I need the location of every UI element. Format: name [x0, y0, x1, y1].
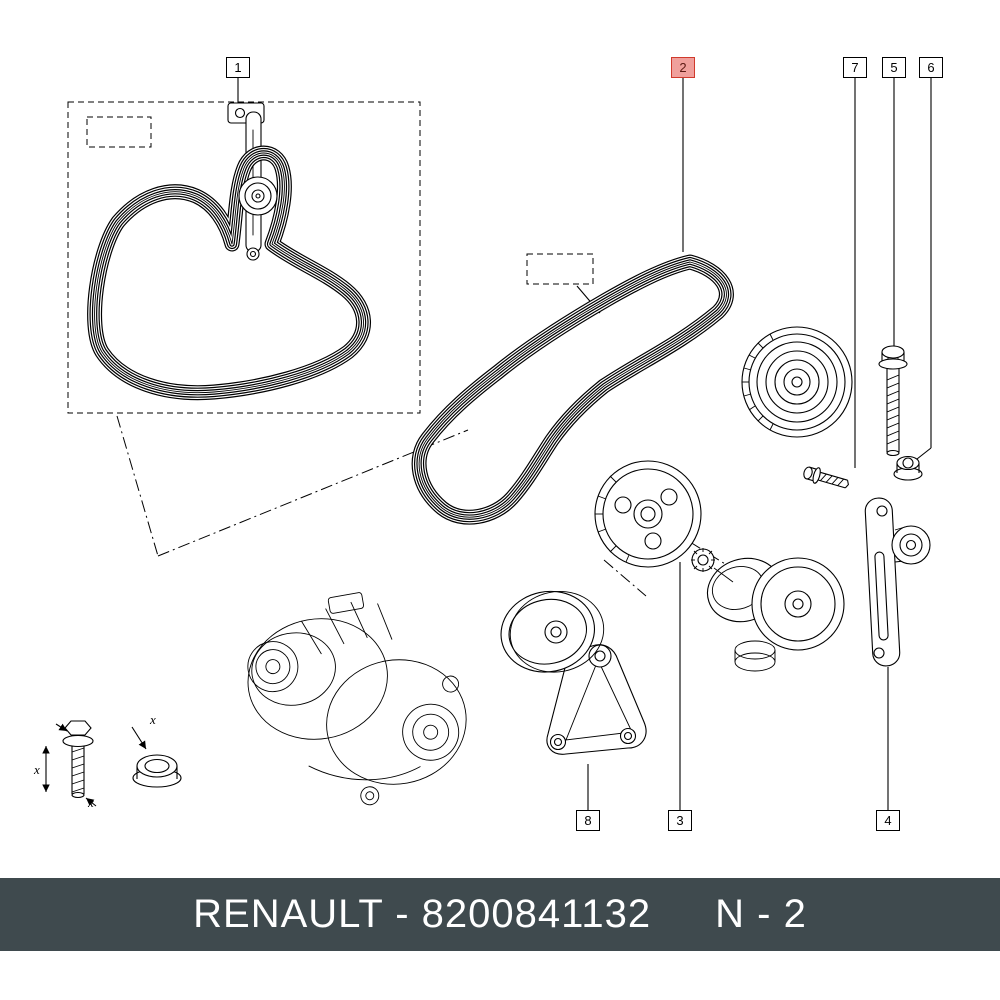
idler-assembly-part8: [500, 590, 647, 755]
belt-tensioner-assembly-part1: [95, 102, 364, 393]
footer-brand-part-number: RENAULT - 8200841132: [193, 892, 652, 936]
callout-2[interactable]: 2: [671, 57, 695, 78]
pump-pulley-part3: [594, 460, 702, 568]
dimension-x-label: x: [150, 712, 156, 727]
tensioner-bracket-part4: [864, 497, 931, 667]
callout-1[interactable]: 1: [226, 57, 250, 78]
nut-legend-icon: [131, 726, 182, 788]
bolt-part5: [878, 345, 908, 457]
callout-3[interactable]: 3: [668, 810, 692, 831]
exploded-view-dashed-frame: [67, 101, 421, 414]
nut-part6: [893, 455, 923, 481]
bolt-part7: [803, 466, 849, 489]
callout-4[interactable]: 4: [876, 810, 900, 831]
callout-leader-lines: [237, 78, 932, 810]
footer-bar: RENAULT - 8200841132 N - 2: [0, 878, 1000, 951]
callout-8[interactable]: 8: [576, 810, 600, 831]
alternator: [247, 592, 467, 806]
power-steering-pump: [691, 548, 845, 672]
callout-6[interactable]: 6: [919, 57, 943, 78]
bolt-legend-icon: [42, 720, 97, 807]
dimension-x-label: x: [34, 762, 40, 777]
footer-page-ref: N - 2: [715, 892, 807, 936]
crank-pulley: [741, 326, 853, 438]
callout-5[interactable]: 5: [882, 57, 906, 78]
callout-7[interactable]: 7: [843, 57, 867, 78]
dimension-x-label: x: [88, 795, 94, 810]
